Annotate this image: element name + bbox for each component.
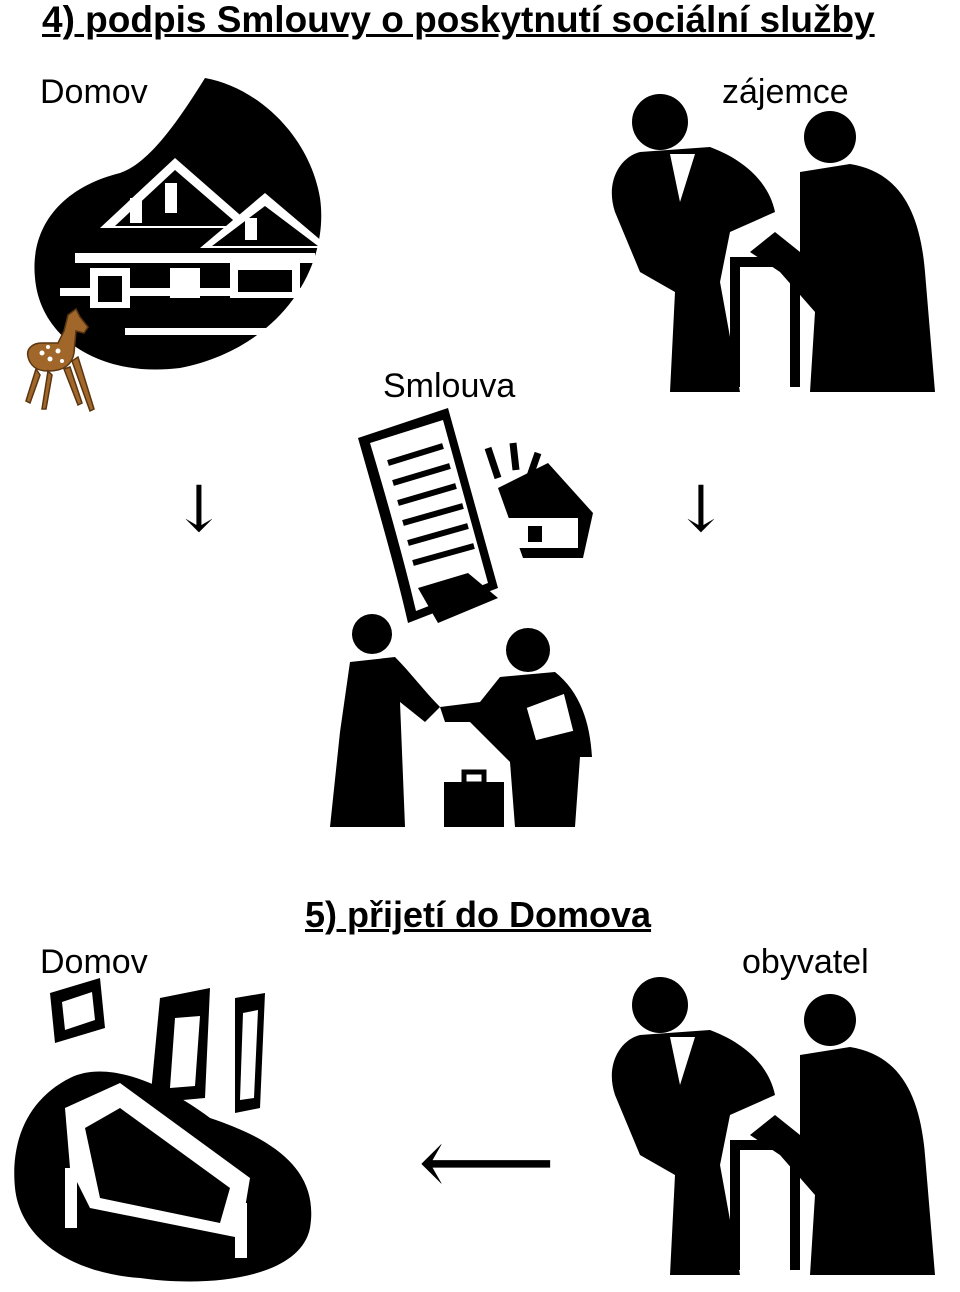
label-obyvatel: obyvatel bbox=[742, 943, 869, 981]
step5-title: 5) přijetí do Domova bbox=[305, 894, 652, 935]
step4-title: 4) podpis Smlouvy o poskytnutí sociální … bbox=[42, 0, 875, 40]
contract-icon bbox=[358, 408, 593, 623]
deer-icon bbox=[25, 307, 95, 413]
label-smlouva: Smlouva bbox=[383, 367, 516, 405]
arrow-down-left: ↓ bbox=[172, 473, 226, 547]
label-zajemce: zájemce bbox=[722, 73, 849, 111]
bedroom-icon bbox=[14, 978, 312, 1282]
caregiver-elder-icon-bottom bbox=[611, 977, 935, 1275]
arrow-left: ⟵ bbox=[418, 1106, 556, 1218]
caregiver-elder-icon bbox=[611, 94, 935, 392]
arrow-down-right: ↓ bbox=[674, 473, 728, 547]
handshake-icon bbox=[330, 614, 592, 827]
label-domov-top: Domov bbox=[40, 73, 148, 111]
briefcase-icon bbox=[444, 769, 504, 827]
house-icon bbox=[34, 78, 335, 370]
label-domov-bottom: Domov bbox=[40, 943, 148, 981]
